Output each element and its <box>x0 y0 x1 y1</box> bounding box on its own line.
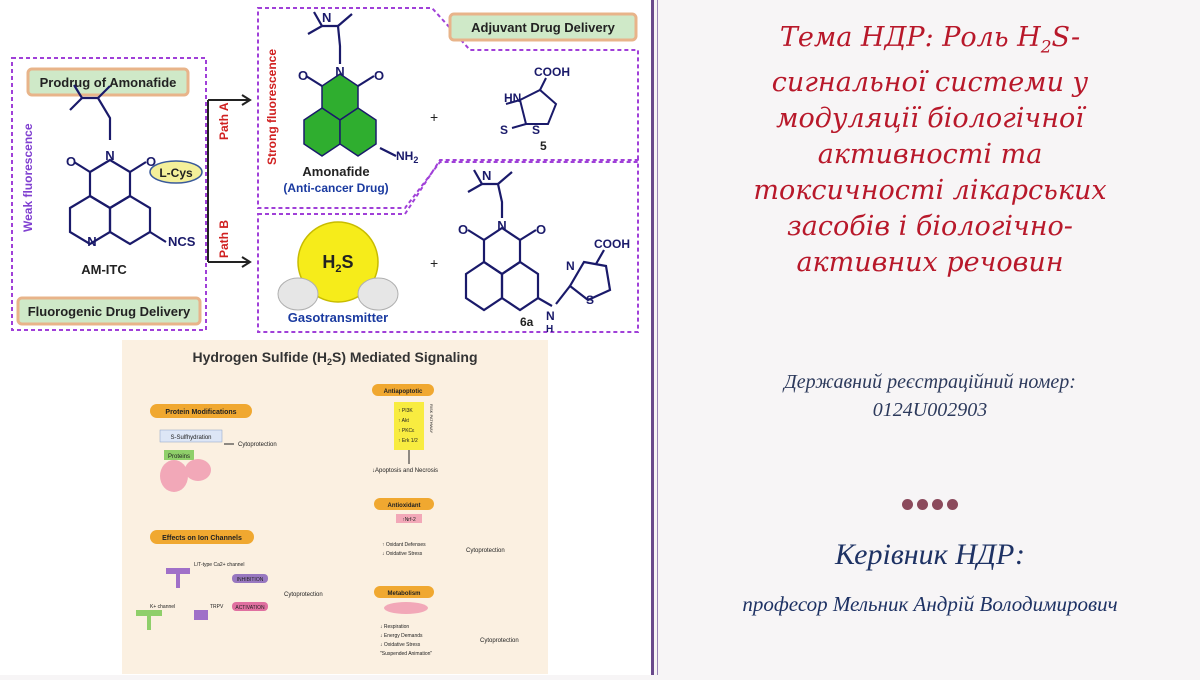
svg-text:N: N <box>482 168 491 183</box>
strong-fluorescence-label: Strong fluorescence <box>265 49 279 165</box>
title-line-5: токсичності лікарських <box>753 175 1107 207</box>
svg-text:H: H <box>546 324 553 335</box>
path-a-label: Path A <box>217 102 231 140</box>
svg-text:S-Sulfhydration: S-Sulfhydration <box>170 435 211 441</box>
title-line-1: Тема НДР: Роль Н2S- <box>779 22 1081 58</box>
svg-text:↑ PI3K: ↑ PI3K <box>398 408 413 414</box>
svg-text:Antiapoptotic: Antiapoptotic <box>384 389 423 395</box>
lead-name: професор Мельник Андрій Володимирович <box>742 592 1118 616</box>
h2s-signaling-figure: Hydrogen Sulfide (H2S) Mediated Signalin… <box>122 340 548 674</box>
amonafide-structure <box>303 11 397 157</box>
h2s-molecule <box>277 221 399 311</box>
adjuvant-label: Adjuvant Drug Delivery <box>471 20 616 35</box>
title-line-3: модуляції біологічної <box>776 103 1084 135</box>
svg-text:NH2: NH2 <box>396 149 418 165</box>
svg-text:N: N <box>546 309 555 323</box>
title-line-4: активності та <box>817 139 1043 171</box>
registration-number: Державний реєстраційний номер: 0124U0029… <box>784 371 1076 421</box>
amonafide-label: Amonafide <box>302 164 369 179</box>
svg-text:Cytoprotection: Cytoprotection <box>284 592 323 598</box>
svg-text:TRPV: TRPV <box>210 604 224 610</box>
weak-fluorescence-label: Weak fluorescence <box>21 123 35 232</box>
fluorogenic-label: Fluorogenic Drug Delivery <box>28 304 191 319</box>
svg-text:+: + <box>430 255 438 271</box>
figures-svg: Prodrug of Amonafide Weak fluorescence N… <box>0 0 651 674</box>
svg-text:Metabolism: Metabolism <box>387 591 420 597</box>
ncs-label: NCS <box>168 234 196 249</box>
svg-text:INHIBITION: INHIBITION <box>237 577 264 583</box>
compound-6a-structure <box>464 169 612 312</box>
svg-text:O: O <box>536 222 546 237</box>
svg-text:Cytoprotection: Cytoprotection <box>238 442 277 448</box>
signaling-title: Hydrogen Sulfide (H2S) Mediated Signalin… <box>192 349 477 367</box>
svg-text:O: O <box>66 154 76 169</box>
svg-text:O: O <box>374 68 384 83</box>
svg-text:N: N <box>335 64 344 79</box>
svg-text:N: N <box>105 148 114 163</box>
path-b-box <box>257 159 639 333</box>
svg-text:O: O <box>146 154 156 169</box>
compound-5-label: 5 <box>540 139 547 153</box>
svg-text:↑ Erk 1/2: ↑ Erk 1/2 <box>398 438 418 444</box>
svg-text:Antioxidant: Antioxidant <box>388 503 421 509</box>
svg-text:O: O <box>298 68 308 83</box>
svg-text:K+ channel: K+ channel <box>150 604 175 610</box>
divider-line-thin <box>657 0 658 675</box>
am-itc-label: AM-ITC <box>81 262 127 277</box>
svg-text:↓ Energy Demands: ↓ Energy Demands <box>380 633 423 639</box>
path-a-box <box>257 7 639 209</box>
lead-label: Керівник НДР: <box>834 538 1026 571</box>
reagent-label: L-Cys <box>159 166 193 180</box>
svg-text:N: N <box>322 10 331 25</box>
svg-text:↓ Oxidative Stress: ↓ Oxidative Stress <box>382 551 423 557</box>
divider-line <box>651 0 654 675</box>
anticancer-label: (Anti-cancer Drug) <box>283 181 388 195</box>
compound-5-structure <box>505 77 558 129</box>
svg-text:ACTIVATION: ACTIVATION <box>235 605 265 611</box>
svg-text:N: N <box>497 218 506 233</box>
figures-panel: Prodrug of Amonafide Weak fluorescence N… <box>0 0 651 674</box>
svg-text:"Suspended Animation": "Suspended Animation" <box>380 651 432 657</box>
compound-6a-label: 6a <box>520 315 534 329</box>
svg-text:Protein Modifications: Protein Modifications <box>165 409 236 416</box>
path-b-label: Path B <box>217 220 231 258</box>
svg-text:Cytoprotection: Cytoprotection <box>466 548 505 554</box>
svg-text:↑ PKCε: ↑ PKCε <box>398 428 415 434</box>
svg-text:RISK PATHWAY: RISK PATHWAY <box>429 404 434 434</box>
svg-text:Proteins: Proteins <box>168 454 190 460</box>
gasotransmitter-label: Gasotransmitter <box>288 310 388 325</box>
title-line-6: засобів і біологічно- <box>787 211 1073 243</box>
svg-text:↓ Oxidative Stress: ↓ Oxidative Stress <box>380 642 421 648</box>
project-title: Тема НДР: Роль Н2S- сигнальної системи у… <box>680 20 1180 281</box>
svg-text:+: + <box>430 109 438 125</box>
svg-text:↓ Respiration: ↓ Respiration <box>380 624 409 630</box>
svg-text:COOH: COOH <box>534 65 570 79</box>
svg-text:↓Apoptosis and Necrosis: ↓Apoptosis and Necrosis <box>372 468 438 474</box>
signaling-panel <box>122 340 548 674</box>
reaction-arrows <box>207 94 252 268</box>
svg-text:S: S <box>532 123 540 137</box>
svg-text:Cytoprotection: Cytoprotection <box>480 638 519 644</box>
svg-text:L/T-type Ca2+ channel: L/T-type Ca2+ channel <box>194 562 244 568</box>
dots-decoration <box>900 497 960 510</box>
prodrug-box <box>11 57 207 331</box>
svg-text:Effects on Ion Channels: Effects on Ion Channels <box>162 535 242 542</box>
svg-text:↑ Oxidant Defenses: ↑ Oxidant Defenses <box>382 542 426 548</box>
title-line-7: активних речовин <box>796 247 1064 279</box>
svg-text:↑Nrf-2: ↑Nrf-2 <box>402 517 416 523</box>
drug-delivery-scheme: Prodrug of Amonafide Weak fluorescence N… <box>0 0 651 340</box>
svg-text:COOH: COOH <box>594 237 630 251</box>
svg-text:H2S: H2S <box>322 252 353 275</box>
am-itc-structure <box>68 84 167 246</box>
svg-text:HN: HN <box>504 91 521 105</box>
svg-text:↑ Akt: ↑ Akt <box>398 418 409 424</box>
svg-text:S: S <box>500 123 508 137</box>
svg-text:O: O <box>458 222 468 237</box>
svg-text:N: N <box>566 259 575 273</box>
text-panel: Тема НДР: Роль Н2S- сигнальної системи у… <box>680 0 1180 675</box>
title-line-2: сигнальної системи у <box>771 67 1089 99</box>
svg-text:N: N <box>87 234 96 249</box>
svg-text:S: S <box>586 293 594 307</box>
